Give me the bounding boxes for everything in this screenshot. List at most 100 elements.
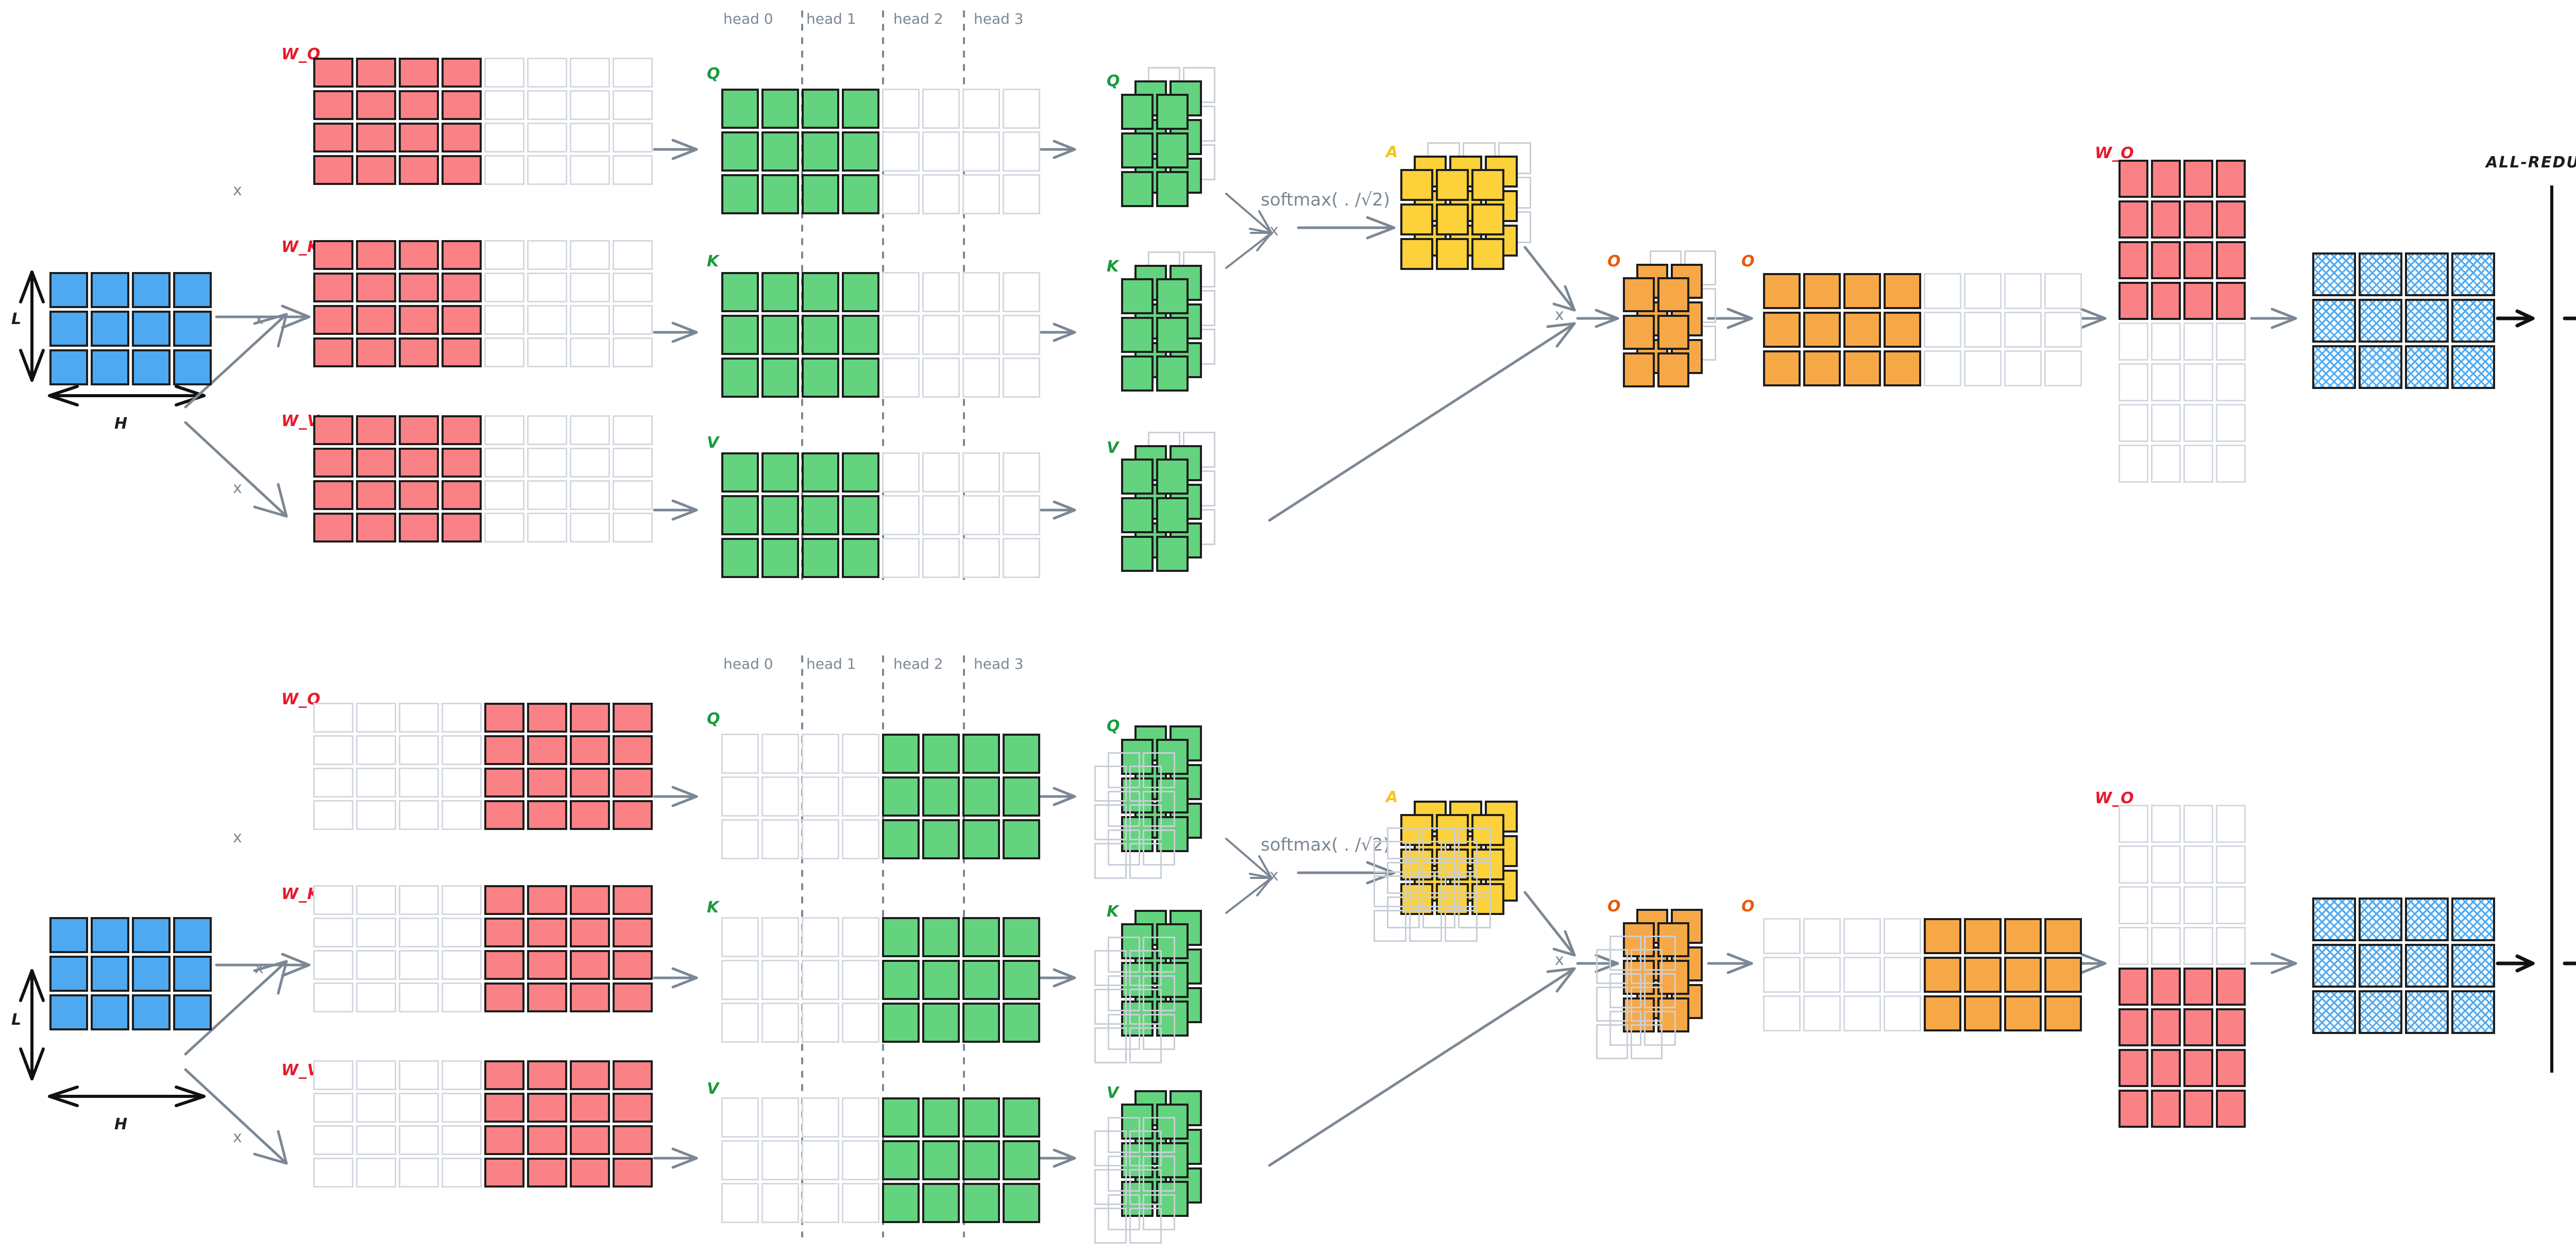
- matrix-cell-inactive: [2183, 845, 2213, 884]
- matrix-cell-inactive: [442, 1158, 482, 1188]
- row1-softmax-label: softmax( . /√2): [1261, 835, 1390, 855]
- matrix-cell-inactive: [356, 1158, 396, 1188]
- matrix-cell-inactive: [922, 358, 960, 398]
- matrix-cell-inactive: [1003, 89, 1040, 129]
- matrix-cell-inactive: [721, 819, 759, 859]
- matrix-cell-active: [1156, 536, 1189, 572]
- row1-v-stacked-matrix-ghost-layer-1: [1108, 1117, 1175, 1230]
- row1-arrow-k-to-softmax: [1225, 877, 1273, 914]
- matrix-cell-active: [313, 90, 353, 120]
- matrix-cell-active: [1003, 1003, 1040, 1043]
- row0-q-flat-matrix: [721, 89, 1040, 214]
- matrix-cell-active: [442, 305, 482, 335]
- row0-axis-label-H: H: [114, 415, 128, 433]
- matrix-cell-inactive: [570, 240, 610, 270]
- matrix-ghost-cell: [1374, 841, 1406, 873]
- matrix-cell-inactive: [1763, 918, 1801, 954]
- matrix-cell-inactive: [962, 131, 1000, 172]
- row1-attention-matrix-ghost-layer-2: [1374, 841, 1478, 942]
- matrix-cell-active: [2119, 1049, 2148, 1087]
- matrix-cell-inactive: [527, 513, 567, 543]
- matrix-ghost-cell: [1409, 841, 1442, 873]
- matrix-ghost-cell: [1094, 843, 1127, 879]
- matrix-cell-inactive: [356, 735, 396, 765]
- matrix-cell-inactive: [1003, 495, 1040, 535]
- matrix-cell-active: [2183, 1090, 2213, 1128]
- matrix-cell-inactive: [761, 1003, 799, 1043]
- matrix-cell-active: [91, 311, 129, 347]
- matrix-cell-inactive: [313, 1093, 353, 1123]
- matrix-cell-inactive: [1924, 312, 1961, 348]
- row1-axis-label-L: L: [11, 1011, 22, 1029]
- matrix-cell-active: [356, 273, 396, 302]
- matrix-cell-inactive: [2004, 312, 2042, 348]
- matrix-cell-inactive: [1843, 995, 1881, 1031]
- row0-v-stacked-matrix-front: [1121, 459, 1189, 572]
- row1-mul-q: x: [233, 828, 242, 846]
- matrix-cell-active: [1964, 918, 2002, 954]
- matrix-cell-active: [1003, 1097, 1040, 1138]
- row0-o-stack-label: O: [1607, 252, 1621, 270]
- matrix-cell-inactive: [761, 734, 799, 774]
- matrix-cell-inactive: [2119, 363, 2148, 401]
- matrix-cell-active: [2405, 299, 2449, 343]
- row1-partial-output-matrix: [2312, 897, 2495, 1034]
- matrix-ghost-cell: [1143, 975, 1175, 1011]
- matrix-cell-inactive: [2151, 845, 2181, 884]
- matrix-cell-inactive: [2119, 805, 2148, 843]
- matrix-cell-active: [313, 123, 353, 152]
- matrix-cell-active: [761, 452, 799, 493]
- matrix-cell-inactive: [2183, 805, 2213, 843]
- matrix-cell-inactive: [802, 819, 839, 859]
- matrix-cell-inactive: [313, 800, 353, 830]
- matrix-cell-inactive: [721, 1003, 759, 1043]
- matrix-cell-inactive: [802, 734, 839, 774]
- matrix-cell-inactive: [2119, 323, 2148, 361]
- matrix-cell-active: [1471, 238, 1504, 270]
- matrix-cell-active: [49, 272, 88, 308]
- matrix-cell-active: [173, 956, 212, 992]
- matrix-cell-active: [399, 480, 439, 510]
- matrix-cell-inactive: [442, 950, 482, 980]
- matrix-cell-active: [484, 1125, 524, 1155]
- matrix-cell-inactive: [399, 885, 439, 915]
- matrix-cell-inactive: [842, 776, 879, 817]
- matrix-cell-active: [356, 480, 396, 510]
- matrix-cell-active: [484, 918, 524, 947]
- matrix-cell-active: [356, 123, 396, 152]
- matrix-cell-inactive: [313, 918, 353, 947]
- matrix-cell-active: [1964, 995, 2002, 1031]
- matrix-cell-active: [1763, 312, 1801, 348]
- matrix-ghost-cell: [1631, 949, 1663, 984]
- matrix-cell-active: [2451, 345, 2495, 389]
- matrix-cell-active: [613, 918, 653, 947]
- matrix-cell-inactive: [721, 734, 759, 774]
- matrix-cell-active: [1763, 350, 1801, 386]
- matrix-cell-active: [1121, 132, 1154, 168]
- matrix-cell-active: [2405, 897, 2449, 941]
- matrix-ghost-cell: [1387, 827, 1420, 859]
- matrix-cell-active: [49, 994, 88, 1030]
- matrix-cell-active: [1156, 94, 1189, 130]
- matrix-cell-active: [570, 1125, 610, 1155]
- matrix-cell-active: [442, 513, 482, 543]
- matrix-cell-active: [1400, 814, 1433, 846]
- matrix-ghost-cell: [1108, 1194, 1140, 1230]
- matrix-cell-inactive: [356, 885, 396, 915]
- matrix-cell-active: [570, 1158, 610, 1188]
- matrix-ghost-cell: [1644, 936, 1676, 971]
- matrix-cell-inactive: [484, 480, 524, 510]
- row0-head-label-2: head 2: [893, 10, 943, 27]
- matrix-cell-inactive: [721, 960, 759, 1000]
- matrix-cell-inactive: [882, 358, 920, 398]
- matrix-cell-inactive: [2216, 363, 2246, 401]
- matrix-cell-active: [1803, 350, 1841, 386]
- matrix-cell-active: [1003, 917, 1040, 957]
- matrix-cell-active: [1156, 497, 1189, 533]
- matrix-cell-active: [1657, 315, 1689, 350]
- matrix-ghost-cell: [1108, 975, 1140, 1011]
- matrix-cell-active: [721, 89, 759, 129]
- matrix-cell-inactive: [1003, 452, 1040, 493]
- matrix-cell-inactive: [842, 960, 879, 1000]
- row1-dim-L: [19, 969, 45, 1080]
